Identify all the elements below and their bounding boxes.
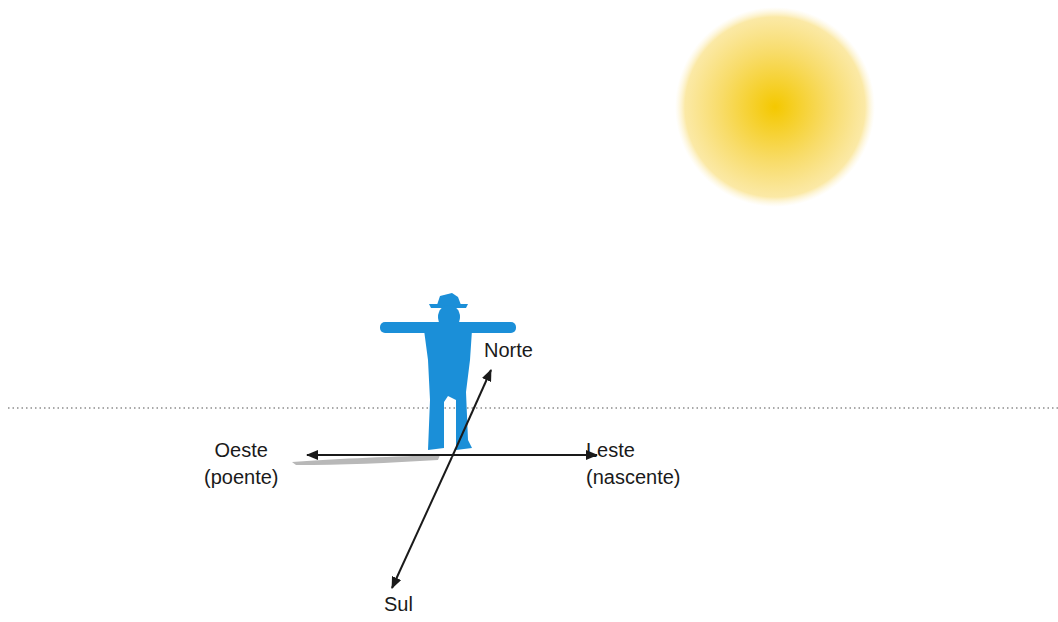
horizon-line — [8, 407, 1058, 408]
direction-label: Leste (nascente) — [586, 437, 681, 491]
east-arrow — [440, 454, 597, 456]
direction-label: Norte — [484, 337, 533, 364]
sun — [675, 7, 875, 207]
north-arrow — [452, 370, 491, 457]
direction-label: Oeste (poente) — [204, 437, 279, 491]
person-figure — [380, 293, 516, 450]
south-arrow — [392, 457, 452, 588]
direction-label: Sul — [384, 591, 413, 618]
west-arrow — [307, 454, 440, 456]
shadow — [292, 455, 440, 465]
